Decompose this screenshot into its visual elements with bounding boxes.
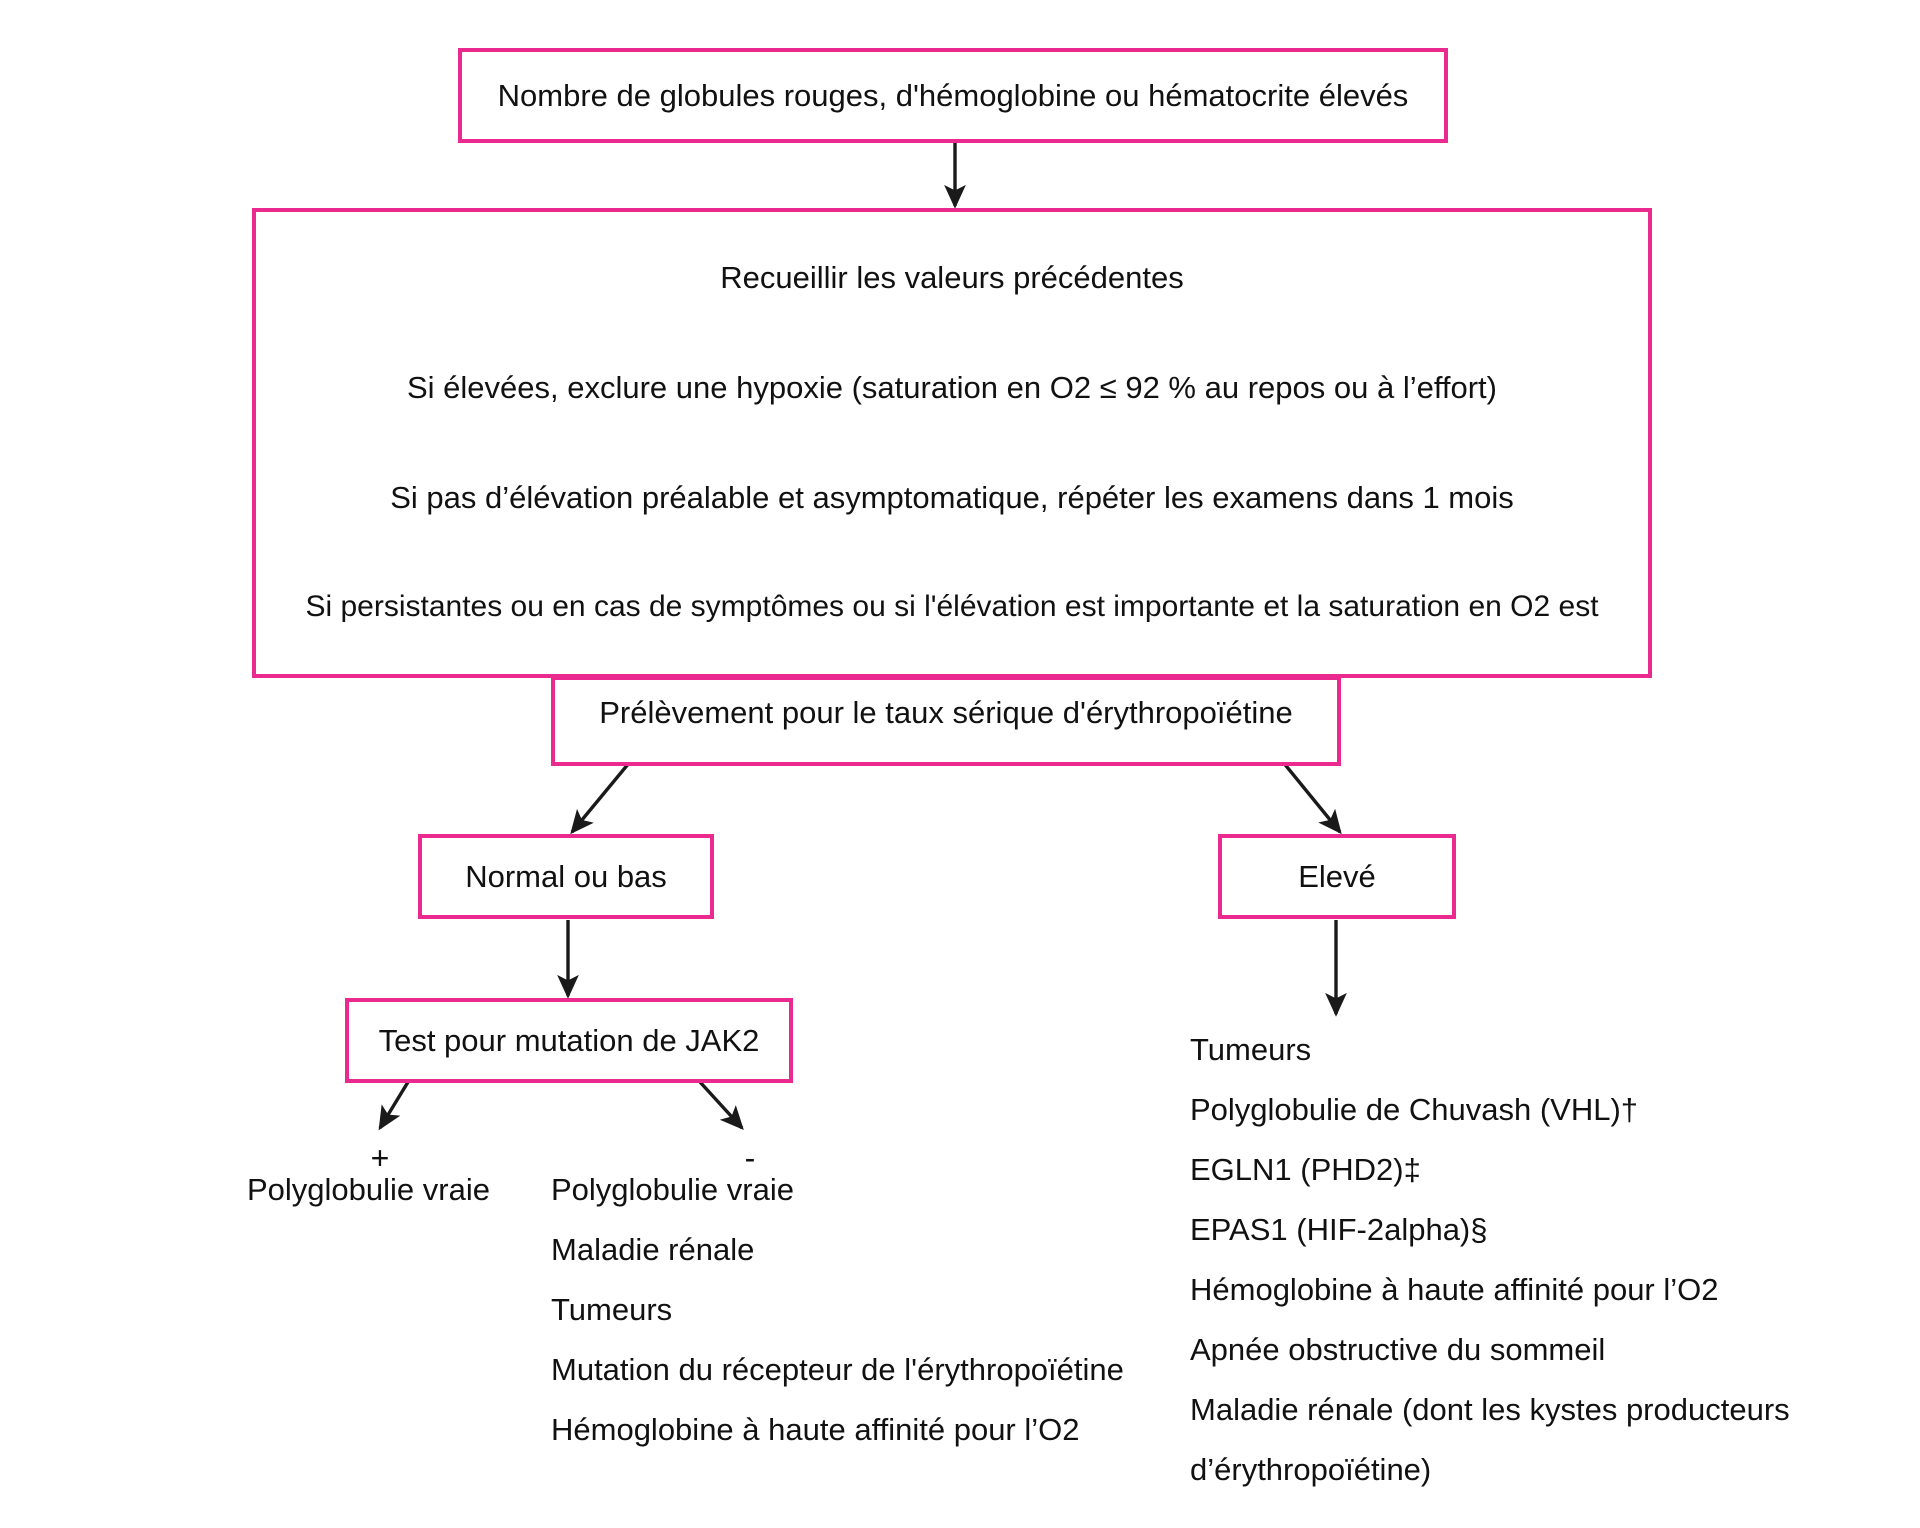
workup-box: Recueillir les valeurs précédentes Si él… [252,208,1652,678]
jak2-positive-sign: + [370,1140,390,1176]
list-item: Tumeurs [551,1292,673,1327]
workup-line-3: Si pas d’élévation préalable et asymptom… [390,480,1514,515]
workup-line-2: Si élevées, exclure une hypoxie (saturat… [406,370,1497,405]
jak2-negative-sign: - [744,1140,756,1176]
list-item: Apnée obstructive du sommeil [1190,1332,1606,1367]
branch-normal-low-label: Normal ou bas [465,858,667,894]
jak2-test-label: Test pour mutation de JAK2 [378,1022,760,1058]
list-item: Tumeurs [1190,1032,1312,1067]
workup-line-1: Recueillir les valeurs précédentes [720,260,1184,295]
list-item: Hémoglobine à haute affinité pour l’O2 [551,1412,1080,1447]
jak2-negative-list: Polyglobulie vraie Maladie rénale Tumeur… [551,1160,1124,1460]
list-item: EPAS1 (HIF-2alpha)§ [1190,1212,1488,1247]
list-item: Polyglobulie de Chuvash (VHL)† [1190,1092,1639,1127]
list-item: Polyglobulie vraie [551,1172,794,1207]
list-item: EGLN1 (PHD2)‡ [1190,1152,1421,1187]
workup-line-4: Si persistantes ou en cas de symptômes o… [305,590,1599,623]
branch-elevated-box: Elevé [1218,834,1456,919]
epo-sampling-box: Prélèvement pour le taux sérique d'éryth… [551,676,1341,766]
arrow-jak2-to-positive [378,1081,410,1131]
epo-sampling-label: Prélèvement pour le taux sérique d'éryth… [599,695,1293,731]
list-item: Hémoglobine à haute affinité pour l’O2 [1190,1272,1719,1307]
branch-normal-low-box: Normal ou bas [418,834,714,919]
list-item: Polyglobulie vraie [247,1172,490,1207]
list-item: Mutation du récepteur de l'érythropoïéti… [551,1352,1124,1387]
branch-elevated-label: Elevé [1298,858,1376,894]
jak2-test-box: Test pour mutation de JAK2 [345,998,793,1083]
list-item: Maladie rénale (dont les kystes producte… [1190,1392,1790,1427]
title-box: Nombre de globules rouges, d'hémoglobine… [458,48,1448,143]
elevated-causes-list: Tumeurs Polyglobulie de Chuvash (VHL)† E… [1190,1020,1790,1500]
arrow-jak2-to-negative [698,1080,744,1131]
list-item: Maladie rénale [551,1232,755,1267]
list-item: d’érythropoïétine) [1190,1452,1432,1487]
title-box-label: Nombre de globules rouges, d'hémoglobine… [497,77,1409,113]
jak2-positive-list: Polyglobulie vraie [247,1160,490,1220]
